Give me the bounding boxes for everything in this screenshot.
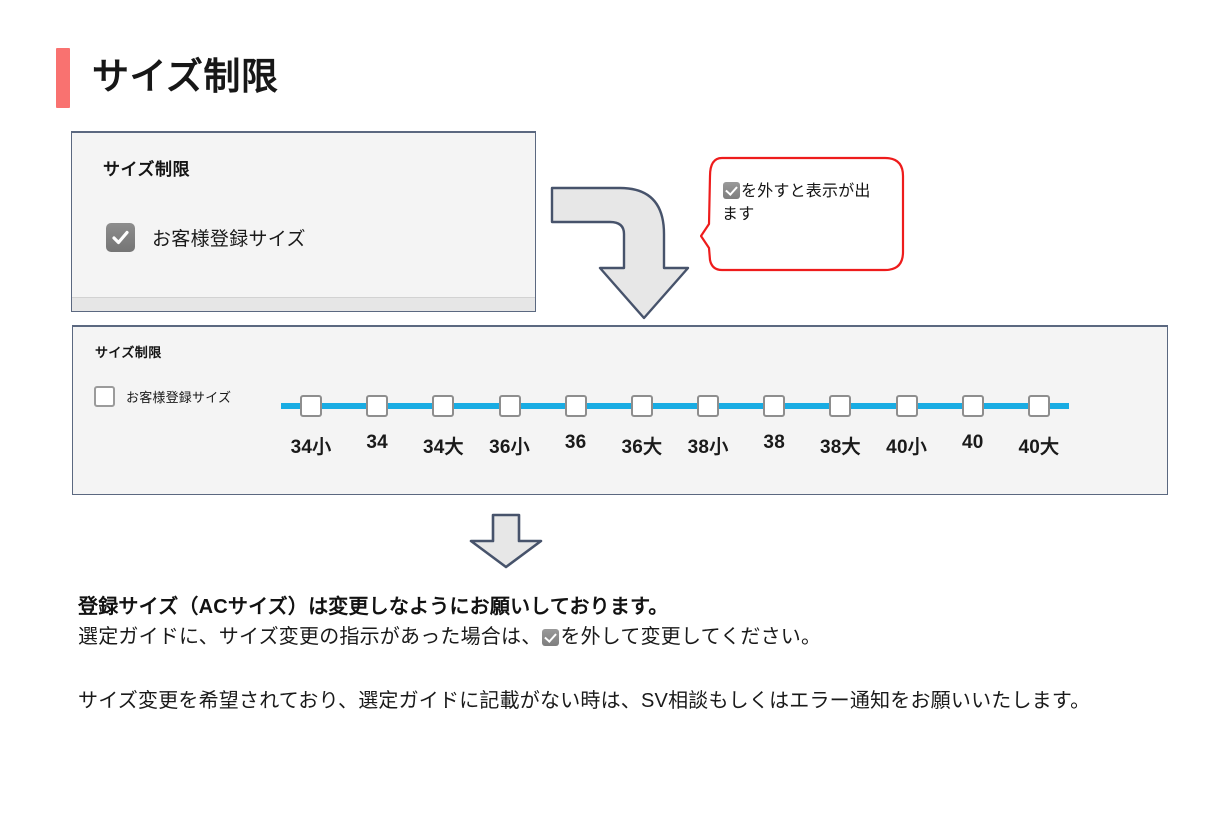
size-tick[interactable]: 36小 <box>480 385 540 459</box>
size-tick-label: 40大 <box>1018 437 1060 458</box>
size-tick[interactable]: 34小 <box>281 385 341 459</box>
size-tick-label: 40小 <box>886 437 927 458</box>
size-tick-label: 36小 <box>489 437 530 458</box>
callout-text: を外すと表示が出ます <box>722 180 884 226</box>
checkbox-label: お客様登録サイズ <box>152 229 306 250</box>
size-scale-track <box>281 403 1069 409</box>
checkbox-checked-icon <box>542 629 560 646</box>
size-tick-label: 40 <box>961 432 984 453</box>
elbow-down-arrow-icon <box>548 182 692 322</box>
note-text-before-icon: 選定ガイドに、サイズ変更の指示があった場合は、 <box>78 626 542 648</box>
note-line-bold: 登録サイズ（ACサイズ）は変更しなようにお願いしております。 <box>78 596 669 618</box>
size-tick[interactable]: 34 <box>347 385 407 454</box>
size-checkbox-icon[interactable] <box>564 395 587 417</box>
size-checkbox-icon[interactable] <box>697 395 720 417</box>
size-checkbox-icon[interactable] <box>300 395 322 417</box>
checkbox-checked-icon[interactable] <box>106 223 135 252</box>
size-checkbox-icon[interactable] <box>829 395 852 417</box>
customer-registered-size-row[interactable]: お客様登録サイズ <box>106 223 306 252</box>
size-tick-label: 38大 <box>820 437 861 458</box>
size-tick[interactable]: 40小 <box>877 385 937 459</box>
size-tick-label: 34小 <box>290 437 332 458</box>
note-line-3: サイズ変更を希望されており、選定ガイドに記載がない時は、SV相談もしくはエラー通… <box>78 690 1091 712</box>
customer-registered-size-row[interactable]: お客様登録サイズ <box>94 386 231 407</box>
size-tick[interactable]: 36 <box>546 385 606 454</box>
panel-title: サイズ制限 <box>95 345 162 360</box>
size-tick[interactable]: 38小 <box>678 385 738 459</box>
notes-section: 登録サイズ（ACサイズ）は変更しなようにお願いしております。 選定ガイドに、サイ… <box>78 592 1148 716</box>
size-tick[interactable]: 34大 <box>413 385 473 459</box>
size-tick[interactable]: 40大 <box>1009 385 1069 459</box>
size-checkbox-icon[interactable] <box>432 395 455 417</box>
size-scale-ticks: 34小 34 34大 36小 36 <box>281 385 1069 475</box>
size-tick-label: 38小 <box>687 437 729 458</box>
size-restriction-panel-unchecked: サイズ制限 お客様登録サイズ 34小 34 34大 <box>72 325 1168 495</box>
note-text-after-icon: を外して変更してください。 <box>560 626 822 648</box>
size-checkbox-icon[interactable] <box>498 395 521 417</box>
size-tick[interactable]: 38大 <box>810 385 870 459</box>
size-tick[interactable]: 38 <box>744 385 804 454</box>
size-tick-label: 38 <box>763 432 785 453</box>
size-tick-label: 34 <box>366 432 388 453</box>
note-line-with-checkbox: 選定ガイドに、サイズ変更の指示があった場合は、を外して変更してください。 <box>78 622 1148 652</box>
size-tick-label: 36大 <box>621 437 663 458</box>
size-checkbox-icon[interactable] <box>763 395 786 417</box>
size-restriction-card-checked: サイズ制限 お客様登録サイズ <box>71 131 536 312</box>
checkbox-label: お客様登録サイズ <box>126 390 232 405</box>
down-arrow-icon <box>467 513 545 569</box>
size-scale: 34小 34 34大 36小 36 <box>281 385 1069 475</box>
card-title: サイズ制限 <box>103 160 190 179</box>
size-tick-label: 36 <box>564 432 587 453</box>
checkbox-checked-icon <box>723 182 740 199</box>
size-tick-label: 34大 <box>422 437 464 458</box>
size-checkbox-icon[interactable] <box>1027 395 1050 417</box>
size-tick[interactable]: 40 <box>943 385 1003 454</box>
page-title-row: サイズ制限 <box>56 48 278 108</box>
size-checkbox-icon[interactable] <box>961 395 984 417</box>
checkbox-unchecked-icon[interactable] <box>94 386 115 407</box>
callout-text-body: を外すと表示が出ます <box>722 183 871 224</box>
page-title: サイズ制限 <box>92 55 279 97</box>
size-checkbox-icon[interactable] <box>366 395 389 417</box>
size-tick[interactable]: 36大 <box>612 385 672 459</box>
callout-bubble: を外すと表示が出ます <box>699 156 905 274</box>
size-checkbox-icon[interactable] <box>895 395 918 417</box>
size-checkbox-icon[interactable] <box>630 395 653 417</box>
note-spacer <box>78 652 1148 686</box>
title-accent-bar <box>56 48 70 108</box>
card-footer-strip <box>72 297 535 311</box>
